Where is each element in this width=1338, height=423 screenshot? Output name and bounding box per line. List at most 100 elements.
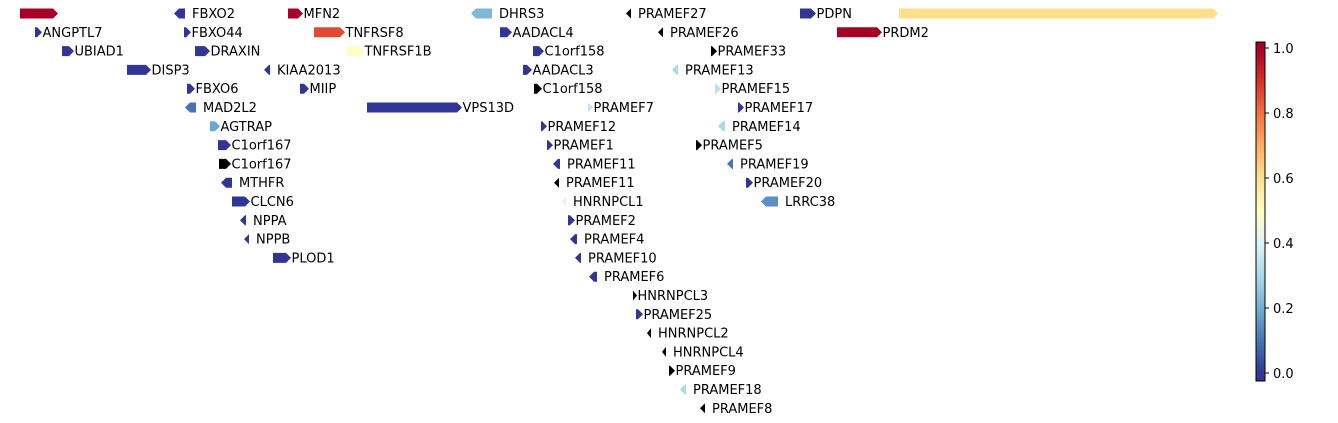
gene-fbxo6: FBXO6 xyxy=(187,82,238,97)
gene-arrow xyxy=(523,64,532,75)
gene-arrow xyxy=(273,252,291,263)
gene-arrow xyxy=(185,102,196,113)
gene-kiaa2013: KIAA2013 xyxy=(264,63,341,78)
gene-arrow xyxy=(800,8,816,19)
gene-label: NPPB xyxy=(256,233,290,248)
gene-label: PRAMEF8 xyxy=(712,402,772,417)
gene-pramef17: PRAMEF17 xyxy=(738,101,813,116)
gene-label: C1orf167 xyxy=(232,139,292,154)
gene-label: PRAMEF15 xyxy=(722,82,791,97)
gene-label: PRAMEF19 xyxy=(740,157,809,172)
gene-arrow xyxy=(669,365,675,376)
gene-label: PLOD1 xyxy=(292,251,335,266)
gene-label: NPPA xyxy=(253,214,287,229)
gene-arrow xyxy=(553,158,560,169)
gene-lrrc38: LRRC38 xyxy=(761,195,835,210)
gene-label: PRAMEF11 xyxy=(566,176,635,191)
gene-label: TNFRSF8 xyxy=(345,26,404,41)
gene-arrow xyxy=(672,64,678,75)
gene-arrow xyxy=(727,158,733,169)
colorbar-tick-label: 1.0 xyxy=(1273,42,1294,57)
gene-fbxo44: FBXO44 xyxy=(184,26,243,41)
gene-arrow xyxy=(184,27,191,38)
gene-label: PRAMEF13 xyxy=(685,63,754,78)
gene-label: MIIP xyxy=(310,82,337,97)
gene-label: LRRC38 xyxy=(785,195,835,210)
gene-label: MTHFR xyxy=(239,176,284,191)
gene-arrow xyxy=(647,328,651,339)
gene-miip: MIIP xyxy=(300,82,336,97)
gene-c1orf158: C1orf158 xyxy=(533,45,605,60)
gene-arrow xyxy=(633,290,637,301)
gene-arrow xyxy=(837,27,882,38)
gene-c1orf158: C1orf158 xyxy=(534,82,603,97)
gene-arrow xyxy=(314,27,345,38)
gene-label: FBXO44 xyxy=(192,26,243,41)
gene-pramef6: PRAMEF6 xyxy=(589,270,664,285)
gene-hnrnpcl4: HNRNPCL4 xyxy=(662,345,744,360)
gene-arrow xyxy=(700,403,705,414)
gene-label: MAD2L2 xyxy=(203,101,257,116)
gene-label: PRAMEF10 xyxy=(588,251,657,266)
gene-arrow xyxy=(471,8,492,19)
colorbar-tick-label: 0.8 xyxy=(1273,107,1294,122)
gene-arrow xyxy=(568,215,575,226)
gene-mthfr: MTHFR xyxy=(221,176,284,191)
gene-label: PRAMEF20 xyxy=(754,176,823,191)
gene-arrow xyxy=(662,346,666,357)
gene-arrow xyxy=(570,234,577,245)
gene-arrow xyxy=(899,8,1218,19)
gene-label: PRAMEF12 xyxy=(548,120,617,135)
gene-arrow xyxy=(761,196,778,207)
gene-arrow xyxy=(588,102,593,113)
gene-arrow xyxy=(187,83,195,94)
gene-label: PRAMEF7 xyxy=(594,101,654,116)
gene-pramef25: PRAMEF25 xyxy=(636,308,712,323)
colorbar-tick-label: 0.2 xyxy=(1273,302,1294,317)
gene-arrow xyxy=(244,234,249,245)
gene-label: VPS13D xyxy=(463,101,515,116)
gene-unlabeled-0 xyxy=(20,8,58,19)
gene-label: DRAXIN xyxy=(211,45,261,60)
gene-pramef14: PRAMEF14 xyxy=(718,120,801,135)
gene-label: AADACL3 xyxy=(533,63,594,78)
gene-label: FBXO2 xyxy=(192,7,235,22)
gene-pramef19: PRAMEF19 xyxy=(727,157,809,172)
gene-nppb: NPPB xyxy=(244,233,290,248)
gene-arrow xyxy=(746,177,753,188)
colorbar-tick-label: 0.0 xyxy=(1273,367,1294,382)
gene-agtrap: AGTRAP xyxy=(210,120,272,135)
gene-arrow xyxy=(35,27,42,38)
colorbar-tick-label: 0.4 xyxy=(1273,237,1294,252)
gene-arrow xyxy=(626,8,631,19)
gene-label: PRAMEF4 xyxy=(584,233,644,248)
gene-arrow xyxy=(554,177,559,188)
gene-label: PRAMEF1 xyxy=(554,139,614,154)
gene-label: PRAMEF26 xyxy=(670,26,739,41)
gene-vps13d: VPS13D xyxy=(367,101,514,116)
gene-tnfrsf8: TNFRSF8 xyxy=(314,26,404,41)
gene-hnrnpcl1: HNRNPCL1 xyxy=(562,195,644,210)
gene-angptl7: ANGPTL7 xyxy=(35,26,103,41)
gene-c1orf167: C1orf167 xyxy=(218,139,292,154)
gene-label: MFN2 xyxy=(304,7,341,22)
gene-arrow xyxy=(680,384,686,395)
gene-label: HNRNPCL3 xyxy=(638,289,709,304)
gene-label: C1orf158 xyxy=(545,45,605,60)
gene-arrow xyxy=(533,46,544,57)
gene-arrow xyxy=(500,27,512,38)
colorbar: 0.00.20.40.60.81.0 xyxy=(1255,41,1294,382)
gene-pramef1: PRAMEF1 xyxy=(547,139,614,154)
gene-label: PRAMEF11 xyxy=(567,157,636,172)
gene-label: PRAMEF33 xyxy=(718,45,787,60)
gene-label: PRAMEF17 xyxy=(745,101,814,116)
gene-arrow xyxy=(711,46,717,57)
gene-arrow xyxy=(575,252,581,263)
gene-c1orf167: C1orf167 xyxy=(219,157,292,172)
gene-arrow xyxy=(218,140,231,151)
gene-pramef9: PRAMEF9 xyxy=(669,364,736,379)
gene-label: C1orf167 xyxy=(232,157,292,172)
gene-tnfrsf1b: TNFRSF1B xyxy=(347,45,432,60)
gene-arrow xyxy=(367,102,462,113)
